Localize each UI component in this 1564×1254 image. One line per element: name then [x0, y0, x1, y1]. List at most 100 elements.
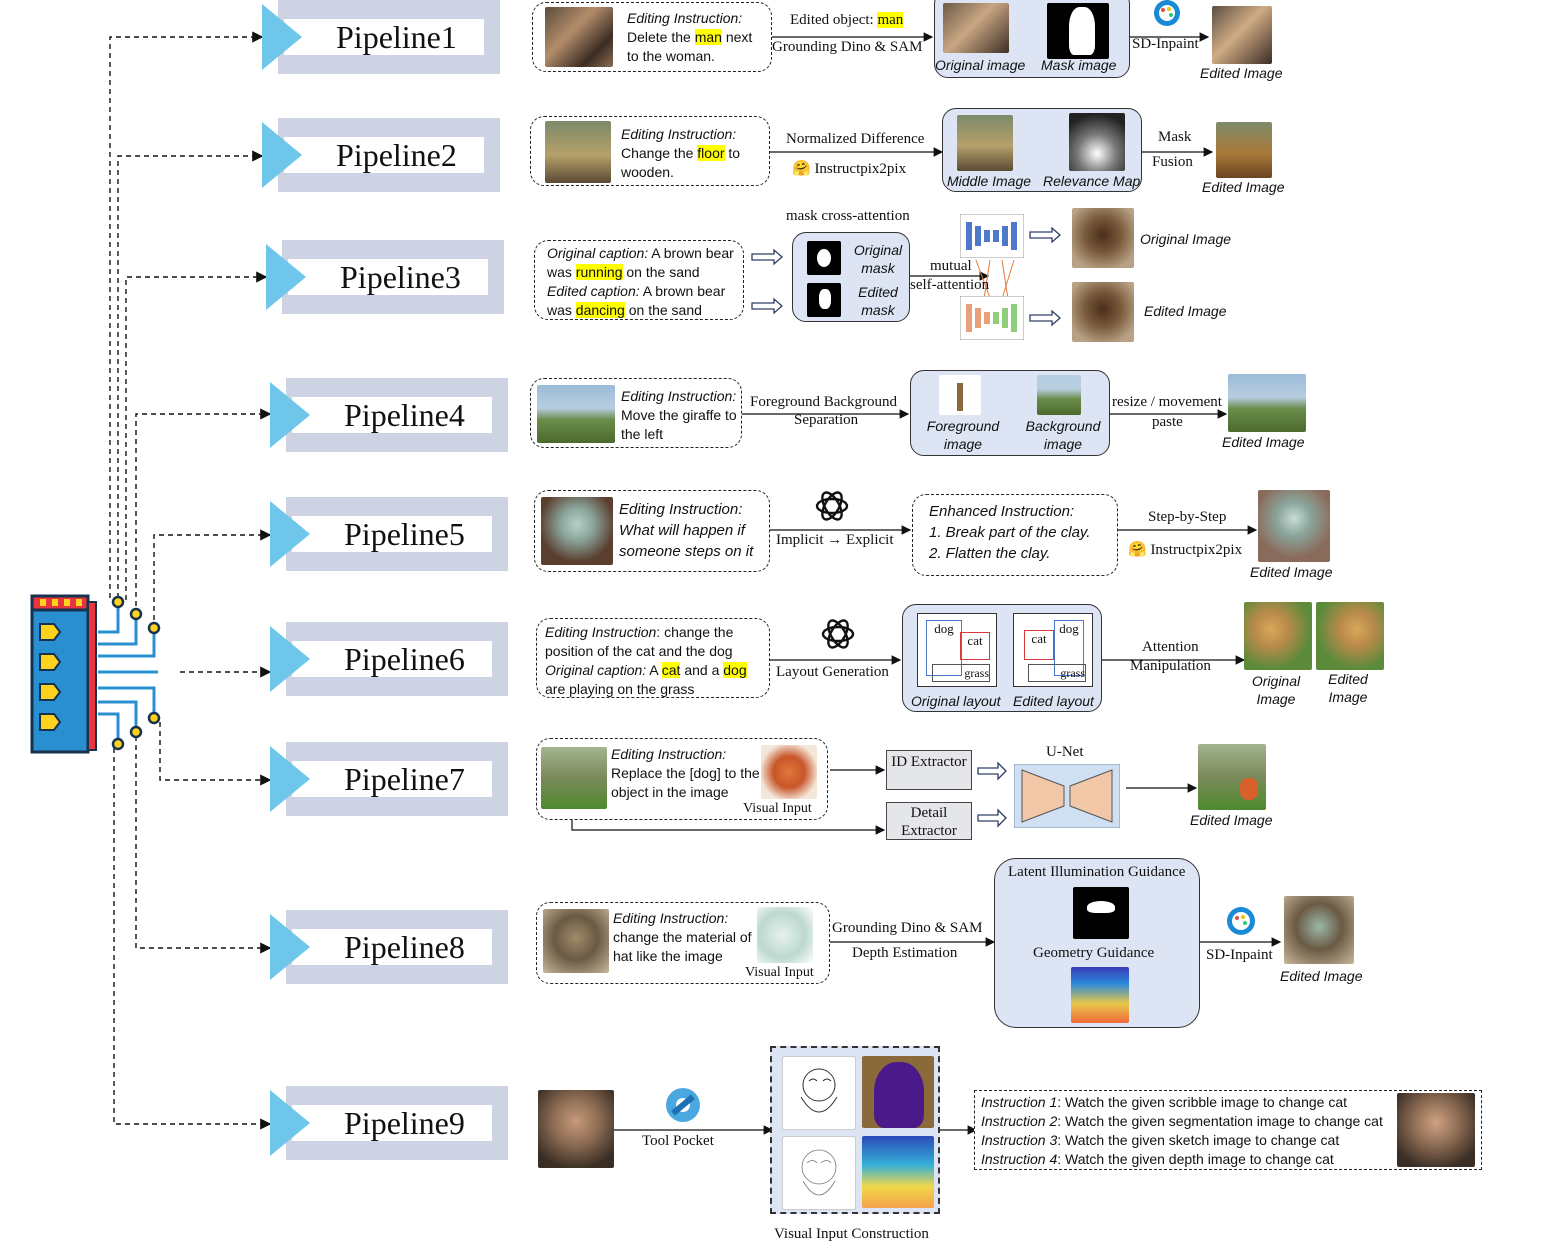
p4-result-caption: Edited Image	[1222, 434, 1305, 450]
p3-orig-caption: Original Image	[1140, 231, 1232, 247]
p2-relevance-caption: Relevance Map	[1043, 173, 1141, 189]
pipeline-9-triangle-icon	[270, 1090, 310, 1156]
p6-caption-box: Editing Instruction: change the position…	[536, 618, 770, 698]
pipeline-6-triangle-icon	[270, 626, 310, 692]
p9-segmentation-thumb	[862, 1056, 934, 1128]
p9-instr-1-text: : Watch the given scribble image to chan…	[1057, 1094, 1348, 1110]
p1-mask-thumb	[1047, 3, 1109, 59]
p6-orig-caption: Original Image	[1251, 673, 1301, 707]
pipeline-9-label: Pipeline9	[292, 1105, 492, 1141]
p2-result-caption: Edited Image	[1202, 179, 1285, 195]
p3-edit-image	[1072, 282, 1134, 342]
p6-edit-image	[1316, 602, 1384, 670]
p3-mutual: mutual	[930, 258, 972, 274]
p8-step1: Grounding Dino & SAM	[832, 920, 983, 936]
p5-input-image	[541, 497, 613, 565]
p9-visual-panel	[770, 1046, 940, 1214]
p1-inpaint: SD-Inpaint	[1132, 36, 1199, 52]
p6-layout-panel: dog cat grass dog cat grass Original lay…	[902, 604, 1102, 712]
p7-instr-text: Replace the [dog] to the object in the i…	[611, 765, 760, 800]
p7-result-caption: Edited Image	[1190, 812, 1273, 828]
p9-visual-construction: Visual Input Construction	[774, 1226, 929, 1242]
p3-orig-post: on the sand	[622, 264, 700, 280]
p3-edit-label: Edited caption:	[547, 283, 640, 299]
p6-edit-dog-box: dog	[1054, 620, 1084, 676]
p7-visual-input-caption: Visual Input	[743, 801, 812, 816]
pipeline-1-triangle-icon	[262, 4, 302, 70]
p1-palette-icon	[1152, 0, 1182, 28]
p7-unet-label: U-Net	[1046, 744, 1084, 760]
p8-input-image	[543, 909, 609, 973]
p6-instr-label: Editing Instruction	[545, 624, 657, 640]
p2-hugging-face-icon: 🤗	[792, 161, 811, 177]
p5-conversion: Implicit → Explicit	[776, 532, 894, 548]
pipeline-8-label: Pipeline8	[292, 929, 492, 965]
p6-attn-1: Attention	[1142, 639, 1199, 655]
p5-hugging-face-icon: 🤗	[1128, 542, 1147, 558]
p6-attn-2: Manipulation	[1130, 658, 1211, 674]
p8-geometry-thumb	[1071, 967, 1129, 1023]
pipeline-3-triangle-icon	[266, 244, 306, 310]
p8-step2: Depth Estimation	[852, 945, 958, 961]
p2-instruction-box: Editing Instruction: Change the floor to…	[530, 116, 770, 186]
p9-scribble-thumb	[782, 1056, 856, 1130]
pipeline-6-label: Pipeline6	[292, 641, 492, 677]
p2-middle-thumb	[957, 115, 1013, 171]
p3-edit-post: on the sand	[624, 302, 702, 318]
p5-enh-label: Enhanced Instruction:	[929, 503, 1075, 520]
p1-instr-pre: Delete the	[627, 29, 695, 45]
p8-visual-input-caption: Visual Input	[745, 965, 814, 980]
p4-step1b: Separation	[794, 412, 859, 428]
p3-cross-attn: mask cross-attention	[786, 208, 910, 224]
p3-caption-box: Original caption: A brown bear was runni…	[534, 240, 744, 320]
p4-instruction-box: Editing Instruction: Move the giraffe to…	[530, 378, 742, 448]
p2-middle-caption: Middle Image	[947, 173, 1032, 189]
p3-orig-pre: A brown bear was	[547, 245, 734, 280]
p3-edit-mask-thumb	[807, 283, 841, 317]
p2-instr-post: to wooden.	[621, 145, 741, 180]
p5-step2: 🤗 Instructpix2pix	[1128, 542, 1243, 558]
p9-result-image	[1397, 1093, 1475, 1167]
p2-result-image	[1216, 122, 1272, 178]
p5-openai-icon	[812, 486, 852, 526]
p7-instr-label: Editing Instruction:	[611, 746, 727, 762]
p9-sketch-thumb	[782, 1136, 856, 1210]
p1-instr-post: next to the woman.	[627, 29, 753, 64]
pipeline-2-triangle-icon	[262, 122, 302, 188]
p7-visual-input-image	[761, 745, 817, 799]
p6-orig-cat-box: cat	[960, 632, 990, 660]
p2-panel: Middle Image Relevance Map	[942, 108, 1142, 192]
p9-tool-pocket: Tool Pocket	[642, 1133, 714, 1149]
p6-edit-cat-box: cat	[1024, 630, 1054, 660]
p5-result-caption: Edited Image	[1250, 564, 1333, 580]
p6-cap-label: Original caption:	[545, 662, 647, 678]
p3-self-attn: self-attention	[910, 277, 990, 293]
p3-edit-caption: Edited Image	[1144, 303, 1227, 319]
p8-geometry-label: Geometry Guidance	[1033, 945, 1155, 961]
p5-instr-label: Editing Instruction:	[619, 501, 743, 518]
p1-result-caption: Edited Image	[1200, 65, 1283, 81]
p2-instr-pre: Change the	[621, 145, 698, 161]
p6-openai-icon	[818, 614, 858, 654]
p4-bg-thumb	[1037, 375, 1081, 415]
p1-original-caption: Original image	[935, 57, 1026, 73]
p9-input-image	[538, 1090, 614, 1168]
p2-fusion-1: Mask	[1158, 129, 1192, 145]
p9-instruction-box: Instruction 1: Watch the given scribble …	[974, 1090, 1482, 1170]
p9-instr-1-label: Instruction 1	[981, 1094, 1058, 1110]
p5-step1: Step-by-Step	[1148, 509, 1227, 525]
p1-edited-object: Edited object: man	[790, 12, 904, 28]
p6-instr-text: : change the position of the cat and the…	[545, 624, 734, 659]
p8-result-image	[1284, 896, 1354, 964]
p1-tool: Grounding Dino & SAM	[772, 39, 923, 55]
p4-result-image	[1228, 374, 1306, 432]
p1-instr-highlight: man	[694, 29, 722, 45]
p5-instr-text: What will happen if someone steps on it	[619, 522, 754, 560]
p3-orig-mask-caption: Original mask	[853, 242, 903, 276]
p6-cap-pre: A	[646, 662, 662, 678]
p6-cap-highlight-2: dog	[723, 662, 747, 678]
p1-mask-caption: Mask image	[1041, 57, 1117, 73]
p8-instr-label: Editing Instruction:	[613, 910, 729, 926]
p3-orig-label: Original caption:	[547, 245, 649, 261]
p2-instr-label: Editing Instruction:	[621, 126, 737, 142]
